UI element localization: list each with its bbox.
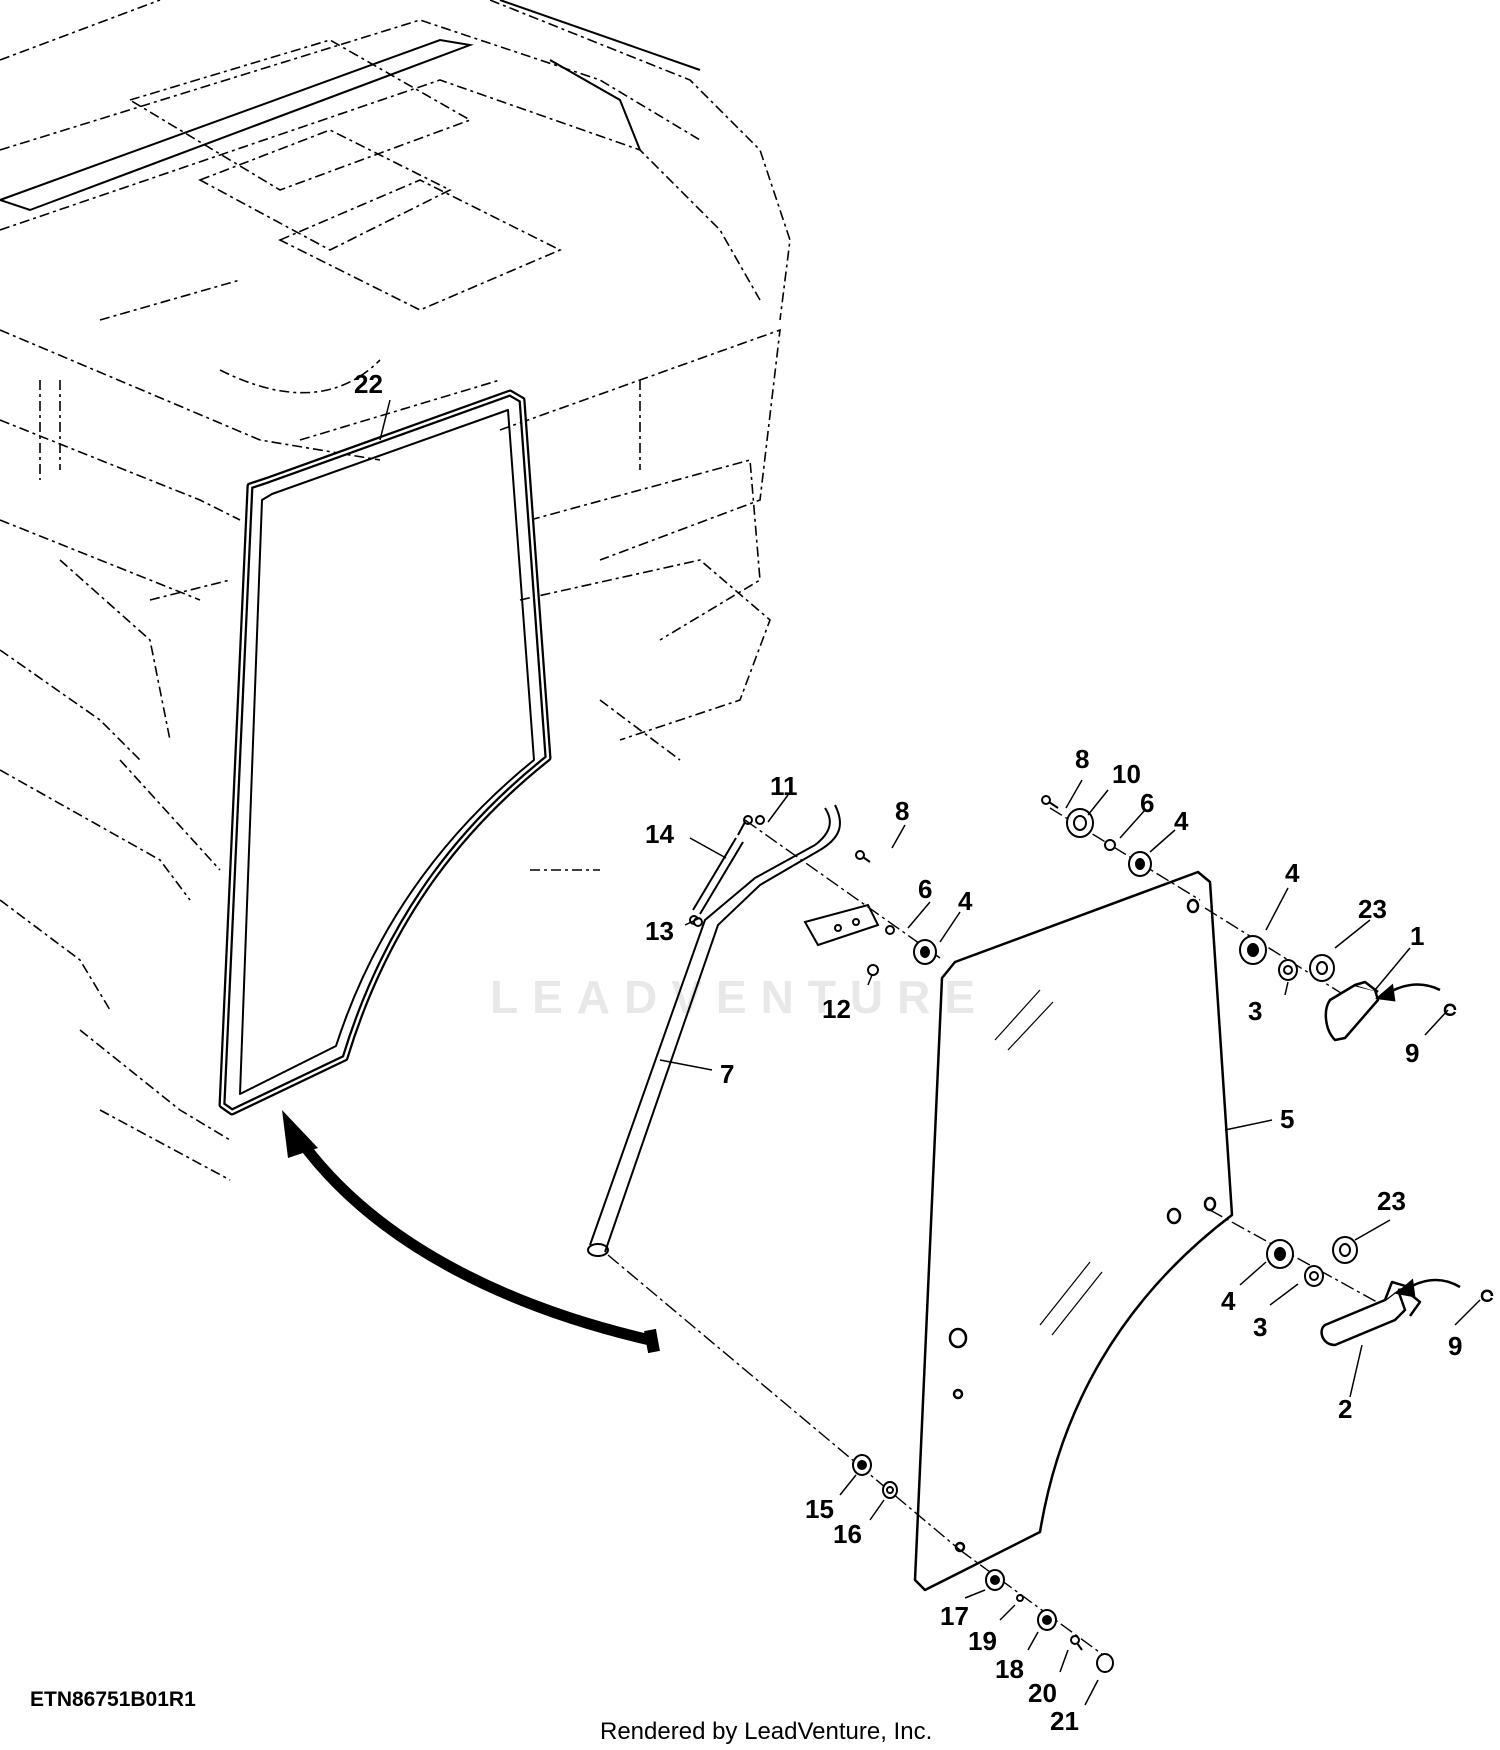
callout-22: 22 — [354, 369, 383, 399]
hinge-bracket — [803, 903, 880, 947]
gas-strut — [689, 815, 753, 925]
callout-labels: 22 11 14 13 8 6 4 12 7 8 10 6 4 4 23 1 3… — [354, 369, 1462, 1736]
callout-3-upper: 3 — [1248, 996, 1262, 1026]
callout-14: 14 — [645, 819, 674, 849]
callout-4-top: 4 — [1174, 806, 1189, 836]
door-glass-panel — [913, 870, 1234, 1592]
callout-8-left: 8 — [895, 796, 909, 826]
callout-4-upper: 4 — [1285, 858, 1300, 888]
callout-18: 18 — [995, 1654, 1024, 1684]
callout-13: 13 — [645, 916, 674, 946]
watermark: LEADVENTURE — [490, 971, 990, 1023]
clip-arrows — [1375, 983, 1494, 1302]
figure-id: ETN86751B01R1 — [30, 1688, 196, 1711]
callout-4-left: 4 — [958, 886, 973, 916]
callout-5: 5 — [1280, 1104, 1294, 1134]
callout-11: 11 — [770, 771, 798, 801]
callout-23-lower: 23 — [1377, 1186, 1406, 1216]
install-arrow — [282, 1110, 660, 1354]
callout-9-upper: 9 — [1405, 1038, 1419, 1068]
callout-4-lower: 4 — [1221, 1286, 1236, 1316]
callout-3-lower: 3 — [1253, 1312, 1267, 1342]
callout-21: 21 — [1050, 1706, 1079, 1736]
callout-2: 2 — [1338, 1394, 1352, 1424]
assembly-centerlines — [607, 807, 1396, 1661]
callout-7: 7 — [720, 1059, 734, 1089]
latch-handles — [1320, 980, 1422, 1347]
rendered-by-footer: Rendered by LeadVenture, Inc. — [600, 1718, 933, 1745]
door-seal — [218, 389, 552, 1116]
callout-12: 12 — [822, 994, 851, 1024]
callout-8-right: 8 — [1075, 744, 1089, 774]
callout-17: 17 — [940, 1601, 969, 1631]
callout-15: 15 — [805, 1494, 834, 1524]
callout-16: 16 — [833, 1519, 862, 1549]
cab-roof-solid-details — [0, 0, 701, 212]
leader-lines — [379, 399, 1481, 1706]
callout-20: 20 — [1028, 1678, 1057, 1708]
callout-6-right: 6 — [1140, 788, 1154, 818]
callout-10: 10 — [1112, 759, 1141, 789]
callout-9-lower: 9 — [1448, 1331, 1462, 1361]
door-rail — [587, 804, 841, 1257]
callout-23-upper: 23 — [1358, 894, 1387, 924]
callout-1: 1 — [1410, 921, 1424, 951]
callout-19: 19 — [968, 1626, 997, 1656]
callout-6-left: 6 — [918, 874, 932, 904]
hardware-parts — [693, 795, 1358, 1673]
